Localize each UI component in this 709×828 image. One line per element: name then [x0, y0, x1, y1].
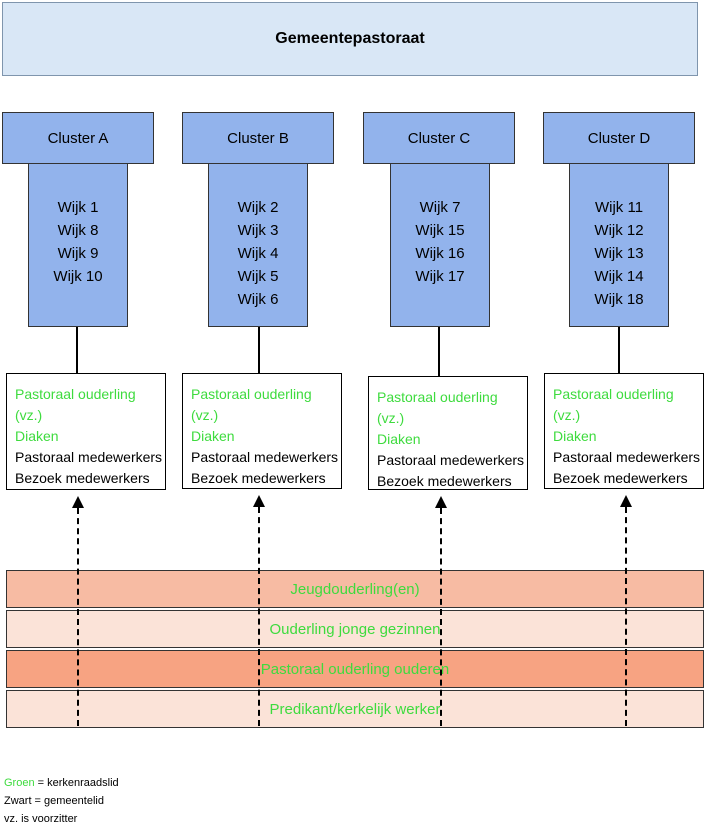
legend-line-green: Groen = kerkenraadslid	[4, 774, 119, 792]
wijk-item: Wijk 12	[594, 222, 644, 239]
band-jeugdouderling-en: Jeugdouderling(en)	[6, 570, 704, 608]
role-green-1: Diaken	[553, 428, 597, 444]
cluster-c-dashed-arrow	[440, 508, 442, 726]
cluster-d-arrow-head	[620, 495, 632, 507]
cluster-a-header: Cluster A	[2, 112, 154, 164]
cluster-b-label: Cluster B	[227, 129, 289, 147]
band-label: Predikant/kerkelijk werker	[269, 700, 441, 718]
cluster-b-connector-line	[258, 327, 260, 373]
band-ouderling-jonge-gezinnen: Ouderling jonge gezinnen	[6, 610, 704, 648]
cluster-a-dashed-arrow	[77, 508, 79, 726]
wijk-item: Wijk 18	[594, 291, 644, 308]
cluster-c-wijken-box: Wijk 7 Wijk 15 Wijk 16 Wijk 17	[390, 163, 490, 327]
wijk-item: Wijk 8	[57, 222, 99, 239]
wijk-item: Wijk 6	[237, 291, 279, 308]
cluster-d-header: Cluster D	[543, 112, 695, 164]
wijk-item: Wijk 2	[237, 199, 279, 216]
cluster-a-wijken-box: Wijk 1 Wijk 8 Wijk 9 Wijk 10	[28, 163, 128, 327]
role-green-1: Diaken	[377, 431, 421, 447]
wijk-item: Wijk 17	[415, 268, 465, 285]
legend-green-word: Groen	[4, 777, 35, 789]
cluster-a-connector-line	[76, 327, 78, 373]
title-box: Gemeentepastoraat	[2, 2, 698, 76]
cluster-d-wijken-box: Wijk 11 Wijk 12 Wijk 13 Wijk 14 Wijk 18	[569, 163, 669, 327]
cluster-a-label: Cluster A	[47, 129, 109, 147]
role-green-0: Pastoraal ouderling (vz.)	[191, 386, 312, 423]
role-black-0: Pastoraal medewerkers	[377, 452, 525, 468]
legend-line-black: Zwart = gemeentelid	[4, 795, 104, 807]
role-green-0: Pastoraal ouderling (vz.)	[15, 386, 136, 423]
wijk-item: Wijk 7	[419, 199, 461, 216]
cluster-c-label: Cluster C	[407, 129, 471, 147]
role-black-0: Pastoraal medewerkers	[553, 449, 701, 465]
band-label: Ouderling jonge gezinnen	[269, 620, 441, 638]
wijk-item: Wijk 15	[415, 222, 465, 239]
role-black-1: Bezoek medewerkers	[15, 470, 150, 486]
role-black-0: Pastoraal medewerkers	[15, 449, 163, 465]
cluster-c-connector-line	[438, 327, 440, 376]
cluster-b-arrow-head	[253, 495, 265, 507]
cluster-a-arrow-head	[72, 496, 84, 508]
role-black-1: Bezoek medewerkers	[377, 473, 512, 489]
role-green-0: Pastoraal ouderling (vz.)	[377, 389, 498, 426]
cluster-d-label: Cluster D	[587, 129, 651, 147]
band-label: Jeugdouderling(en)	[290, 580, 420, 598]
legend-green-rest: = kerkenraadslid	[34, 777, 119, 789]
cluster-c-header: Cluster C	[363, 112, 515, 164]
wijk-item: Wijk 4	[237, 245, 279, 262]
cluster-d-dashed-arrow	[625, 507, 627, 726]
wijk-item: Wijk 14	[594, 268, 644, 285]
cluster-b-wijken-box: Wijk 2 Wijk 3 Wijk 4 Wijk 5 Wijk 6	[208, 163, 308, 327]
role-black-1: Bezoek medewerkers	[553, 470, 688, 486]
role-black-1: Bezoek medewerkers	[191, 470, 326, 486]
wijk-item: Wijk 5	[237, 268, 279, 285]
wijk-item: Wijk 3	[237, 222, 279, 239]
role-green-0: Pastoraal ouderling (vz.)	[553, 386, 674, 423]
legend-line-vz: vz. is voorzitter	[4, 813, 78, 825]
wijk-item: Wijk 13	[594, 245, 644, 262]
band-pastoraal-ouderling-ouderen: Pastoraal ouderling ouderen	[6, 650, 704, 688]
wijk-item: Wijk 11	[594, 199, 644, 216]
role-green-1: Diaken	[191, 428, 235, 444]
wijk-item: Wijk 9	[57, 245, 99, 262]
role-black-0: Pastoraal medewerkers	[191, 449, 339, 465]
cluster-d-connector-line	[618, 327, 620, 373]
legend: Groen = kerkenraadslid Zwart = gemeentel…	[4, 774, 119, 828]
cluster-b-dashed-arrow	[258, 507, 260, 726]
role-green-1: Diaken	[15, 428, 59, 444]
wijk-item: Wijk 1	[57, 199, 99, 216]
wijk-item: Wijk 10	[53, 268, 103, 285]
cluster-b-header: Cluster B	[182, 112, 334, 164]
wijk-item: Wijk 16	[415, 245, 465, 262]
band-predikant-kerkelijk-werker: Predikant/kerkelijk werker	[6, 690, 704, 728]
band-label: Pastoraal ouderling ouderen	[260, 660, 450, 678]
page-title: Gemeentepastoraat	[275, 30, 425, 47]
cluster-c-arrow-head	[435, 496, 447, 508]
